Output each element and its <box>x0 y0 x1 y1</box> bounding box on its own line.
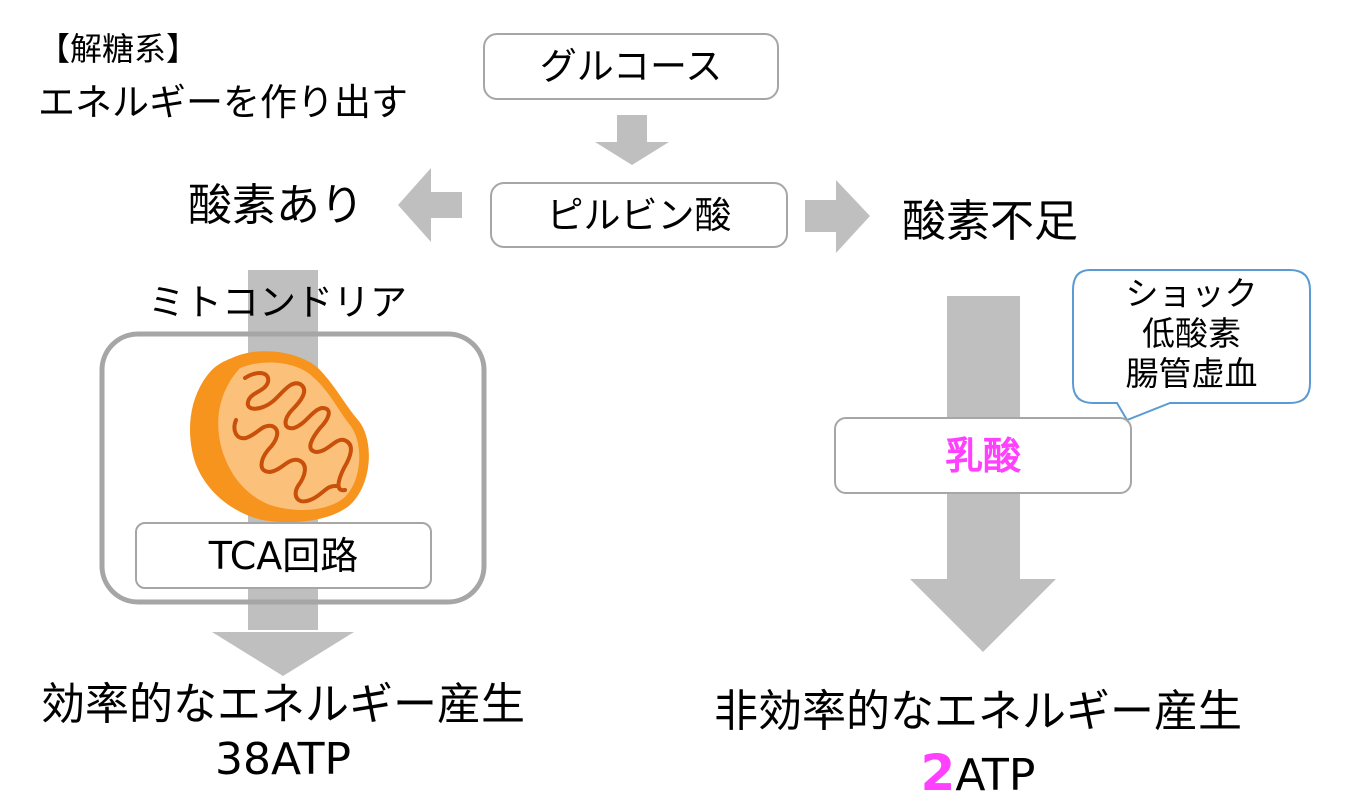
aerobic-arrow-head <box>212 632 354 676</box>
anaerobic-outcome-label: 非効率的なエネルギー産生 <box>714 686 1242 737</box>
title-line1: 【解糖系】 <box>38 30 199 68</box>
lactate-node: 乳酸 <box>834 417 1132 494</box>
callout-line-hypoxia: 低酸素 <box>1142 314 1241 353</box>
aerobic-atp-value: 38 <box>214 734 271 785</box>
lactate-label: 乳酸 <box>944 433 1021 478</box>
anaerobic-label: 酸素不足 <box>902 196 1078 247</box>
anaerobic-side-arrow <box>805 180 870 253</box>
anaerobic-atp: 2ATP <box>680 748 1276 798</box>
title-line2: エネルギーを作り出す <box>38 81 408 124</box>
aerobic-atp-unit: ATP <box>270 734 352 785</box>
mitochondria-label: ミトコンドリア <box>148 281 407 324</box>
aerobic-side-arrow <box>398 168 462 242</box>
callout-line-ischemia: 腸管虚血 <box>1125 354 1258 393</box>
glucose-arrow-shaft <box>617 115 647 143</box>
mitochondrion-icon <box>190 351 369 523</box>
glucose-label: グルコース <box>539 45 723 88</box>
mitochondria-frame <box>99 331 487 605</box>
pyruvate-node: ピルビン酸 <box>490 182 788 248</box>
callout-line-shock: ショック <box>1125 274 1258 313</box>
pyruvate-label: ピルビン酸 <box>546 193 732 237</box>
aerobic-outcome-label: 効率的なエネルギー産生 <box>41 679 525 730</box>
anaerobic-atp-unit: ATP <box>955 750 1036 801</box>
anaerobic-atp-value: 2 <box>920 744 956 802</box>
glucose-node: グルコース <box>483 33 779 100</box>
anaerobic-arrow-head <box>910 579 1056 652</box>
tca-node: TCA回路 <box>135 522 432 589</box>
glucose-arrow-head <box>595 142 669 165</box>
tca-label: TCA回路 <box>208 533 359 578</box>
aerobic-atp: 38ATP <box>10 738 556 782</box>
callout-bubble <box>1072 269 1311 422</box>
aerobic-label: 酸素あり <box>188 180 364 231</box>
callout-text: ショック 低酸素 腸管虚血 <box>1073 274 1310 394</box>
